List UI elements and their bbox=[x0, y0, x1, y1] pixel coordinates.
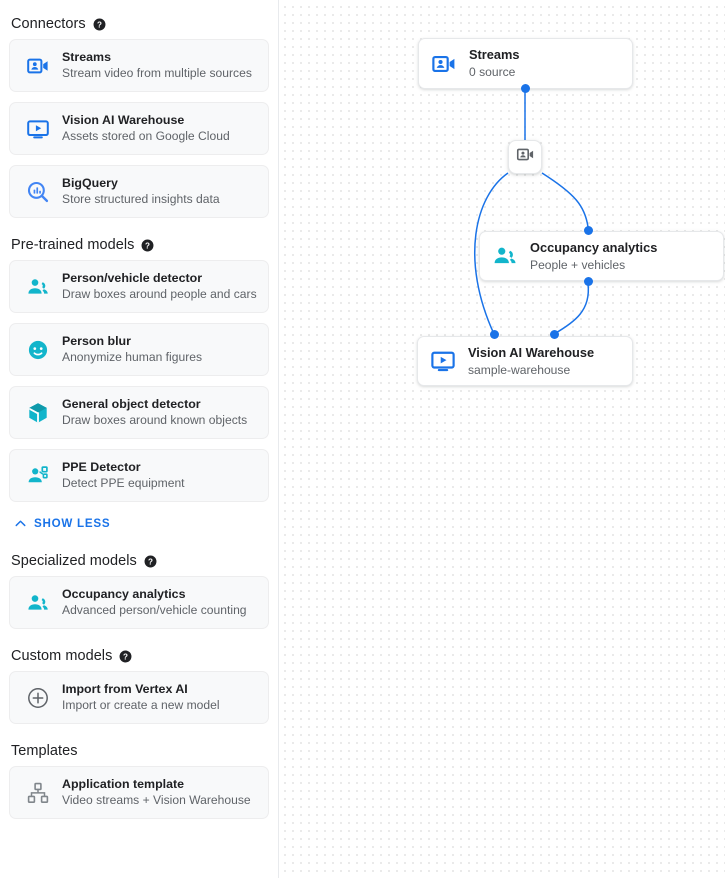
section-header-pre-trained-models: Pre-trained models ? bbox=[9, 230, 269, 260]
svg-text:?: ? bbox=[97, 20, 102, 29]
help-icon[interactable]: ? bbox=[144, 555, 157, 568]
svg-text:?: ? bbox=[148, 557, 153, 566]
graph-node-occupancy-analytics[interactable]: Occupancy analytics People + vehicles bbox=[479, 231, 724, 281]
graph-node-title: Occupancy analytics bbox=[530, 239, 658, 255]
vision-warehouse-monitor-icon bbox=[14, 117, 62, 141]
sidebar-item-title: Application template bbox=[62, 777, 185, 791]
sidebar-item-subtitle: Anonymize human figures bbox=[62, 350, 203, 364]
component-graph-canvas[interactable]: Streams 0 source bbox=[279, 0, 725, 878]
graph-node-streams[interactable]: Streams 0 source bbox=[418, 38, 633, 89]
help-icon[interactable]: ? bbox=[119, 650, 132, 663]
plus-circle-icon bbox=[14, 686, 62, 710]
graph-node-title: Streams bbox=[469, 47, 520, 62]
sidebar-item-person-blur[interactable]: Person blur Anonymize human figures bbox=[9, 323, 269, 376]
ppe-detector-icon bbox=[14, 464, 62, 488]
sidebar-item-title: General object detector bbox=[62, 397, 201, 411]
section-title: Connectors bbox=[11, 16, 86, 32]
sidebar-item-streams[interactable]: Streams Stream video from multiple sourc… bbox=[9, 39, 269, 92]
occupancy-analytics-icon bbox=[14, 591, 62, 615]
port-warehouse-input-right[interactable] bbox=[550, 330, 559, 339]
sidebar-item-title: Import from Vertex AI bbox=[62, 682, 188, 696]
graph-node-subtitle: People + vehicles bbox=[530, 257, 626, 272]
sidebar-item-subtitle: Draw boxes around known objects bbox=[62, 413, 248, 427]
sidebar-item-application-template[interactable]: Application template Video streams + Vis… bbox=[9, 766, 269, 819]
section-header-custom-models: Custom models ? bbox=[9, 641, 269, 671]
edge-relay-to-warehouse bbox=[474, 172, 509, 335]
sidebar-item-occupancy-analytics[interactable]: Occupancy analytics Advanced person/vehi… bbox=[9, 576, 269, 629]
port-warehouse-input-left[interactable] bbox=[490, 330, 499, 339]
sidebar-item-text: Person blur Anonymize human figures bbox=[62, 334, 202, 365]
sidebar-item-text: Streams Stream video from multiple sourc… bbox=[62, 50, 252, 81]
svg-text:?: ? bbox=[145, 241, 150, 250]
section-header-specialized-models: Specialized models ? bbox=[9, 546, 269, 576]
help-icon[interactable]: ? bbox=[141, 239, 154, 252]
streams-camera-icon bbox=[419, 51, 469, 77]
port-occupancy-input[interactable] bbox=[584, 226, 593, 235]
sidebar-item-general-object-detector[interactable]: General object detector Draw boxes aroun… bbox=[9, 386, 269, 439]
section-header-connectors: Connectors ? bbox=[9, 9, 269, 39]
sidebar-item-subtitle: Draw boxes around people and cars bbox=[62, 287, 257, 301]
bigquery-search-icon bbox=[14, 180, 62, 204]
sidebar-item-text: PPE Detector Detect PPE equipment bbox=[62, 460, 185, 491]
sidebar-item-vision-ai-warehouse[interactable]: Vision AI Warehouse Assets stored on Goo… bbox=[9, 102, 269, 155]
sidebar-item-title: PPE Detector bbox=[62, 460, 141, 474]
sidebar-item-text: Occupancy analytics Advanced person/vehi… bbox=[62, 587, 247, 618]
sidebar-item-title: BigQuery bbox=[62, 176, 118, 190]
graph-node-text: Vision AI Warehouse sample-warehouse bbox=[468, 345, 594, 378]
graph-node-subtitle: sample-warehouse bbox=[468, 362, 571, 377]
sidebar-item-text: Vision AI Warehouse Assets stored on Goo… bbox=[62, 113, 230, 144]
graph-node-text: Streams 0 source bbox=[469, 47, 520, 80]
vision-warehouse-monitor-icon bbox=[418, 348, 468, 374]
sidebar-item-text: Person/vehicle detector Draw boxes aroun… bbox=[62, 271, 257, 302]
graph-node-stream-relay[interactable] bbox=[508, 140, 542, 174]
section-title: Pre-trained models bbox=[11, 237, 135, 253]
port-occupancy-output[interactable] bbox=[584, 277, 593, 286]
port-streams-output[interactable] bbox=[521, 84, 530, 93]
sidebar-item-title: Occupancy analytics bbox=[62, 587, 186, 601]
sidebar-item-subtitle: Advanced person/vehicle counting bbox=[62, 603, 247, 617]
sidebar-item-title: Streams bbox=[62, 50, 111, 64]
help-icon[interactable]: ? bbox=[93, 18, 106, 31]
sidebar-item-bigquery[interactable]: BigQuery Store structured insights data bbox=[9, 165, 269, 218]
streams-camera-icon bbox=[14, 54, 62, 78]
general-object-detector-icon bbox=[14, 401, 62, 425]
show-less-label: SHOW LESS bbox=[34, 516, 111, 530]
sidebar-item-text: Application template Video streams + Vis… bbox=[62, 777, 251, 808]
sidebar-item-subtitle: Store structured insights data bbox=[62, 192, 220, 206]
graph-node-title: Vision AI Warehouse bbox=[468, 344, 595, 360]
sidebar-item-subtitle: Assets stored on Google Cloud bbox=[62, 129, 230, 143]
component-sidebar: Connectors ? Streams Stream video from m… bbox=[0, 0, 279, 878]
graph-node-subtitle: 0 source bbox=[469, 65, 516, 79]
section-title: Specialized models bbox=[11, 553, 137, 569]
chevron-up-icon bbox=[13, 516, 28, 531]
section-title: Custom models bbox=[11, 648, 113, 664]
occupancy-analytics-icon bbox=[480, 243, 530, 269]
sidebar-item-title: Vision AI Warehouse bbox=[62, 113, 185, 127]
edge-relay-to-occupancy bbox=[541, 172, 589, 228]
sidebar-item-title: Person/vehicle detector bbox=[62, 271, 203, 285]
section-header-templates: Templates bbox=[9, 736, 269, 766]
graph-node-vision-ai-warehouse[interactable]: Vision AI Warehouse sample-warehouse bbox=[417, 336, 633, 386]
sidebar-item-text: BigQuery Store structured insights data bbox=[62, 176, 220, 207]
sidebar-item-ppe-detector[interactable]: PPE Detector Detect PPE equipment bbox=[9, 449, 269, 502]
section-title: Templates bbox=[11, 743, 78, 759]
sidebar-item-subtitle: Import or create a new model bbox=[62, 698, 220, 712]
application-template-hierarchy-icon bbox=[14, 781, 62, 805]
sidebar-item-subtitle: Detect PPE equipment bbox=[62, 476, 185, 490]
sidebar-item-text: Import from Vertex AI Import or create a… bbox=[62, 682, 220, 713]
svg-text:?: ? bbox=[123, 652, 128, 661]
sidebar-item-person-vehicle-detector[interactable]: Person/vehicle detector Draw boxes aroun… bbox=[9, 260, 269, 313]
sidebar-item-subtitle: Stream video from multiple sources bbox=[62, 66, 252, 80]
sidebar-item-text: General object detector Draw boxes aroun… bbox=[62, 397, 247, 428]
person-blur-icon bbox=[14, 338, 62, 362]
graph-edges bbox=[474, 89, 590, 335]
person-vehicle-detector-icon bbox=[14, 275, 62, 299]
sidebar-item-import-from-vertex-ai[interactable]: Import from Vertex AI Import or create a… bbox=[9, 671, 269, 724]
graph-node-text: Occupancy analytics People + vehicles bbox=[530, 240, 657, 273]
streams-camera-icon bbox=[516, 145, 535, 169]
sidebar-item-subtitle: Video streams + Vision Warehouse bbox=[62, 793, 251, 807]
show-less-toggle[interactable]: SHOW LESS bbox=[9, 512, 269, 534]
edge-occupancy-to-warehouse bbox=[553, 283, 590, 335]
sidebar-item-title: Person blur bbox=[62, 334, 131, 348]
